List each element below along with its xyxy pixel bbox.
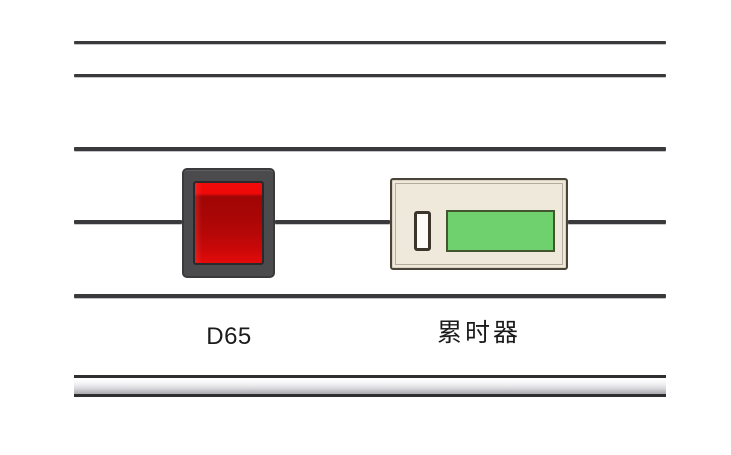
rail-top-2 <box>74 74 666 77</box>
hour-meter-reset-button[interactable] <box>414 211 431 251</box>
wire-left-segment <box>74 220 182 224</box>
rail-mid-top <box>74 147 666 151</box>
wire-right-segment <box>568 220 666 224</box>
hour-meter[interactable] <box>390 178 568 270</box>
rail-top-1 <box>74 41 666 44</box>
hour-meter-lcd-display <box>446 210 555 252</box>
hour-meter-faceplate <box>395 183 563 265</box>
rail-mid-bottom <box>74 294 666 298</box>
timer-label: 累时器 <box>436 318 521 347</box>
rocker-switch-bezel <box>193 181 264 265</box>
bottom-rail <box>74 375 666 397</box>
rocker-switch[interactable] <box>182 168 275 278</box>
rocker-switch-paddle[interactable] <box>195 183 262 263</box>
switch-label: D65 <box>206 323 252 350</box>
wire-middle-segment <box>275 220 390 224</box>
